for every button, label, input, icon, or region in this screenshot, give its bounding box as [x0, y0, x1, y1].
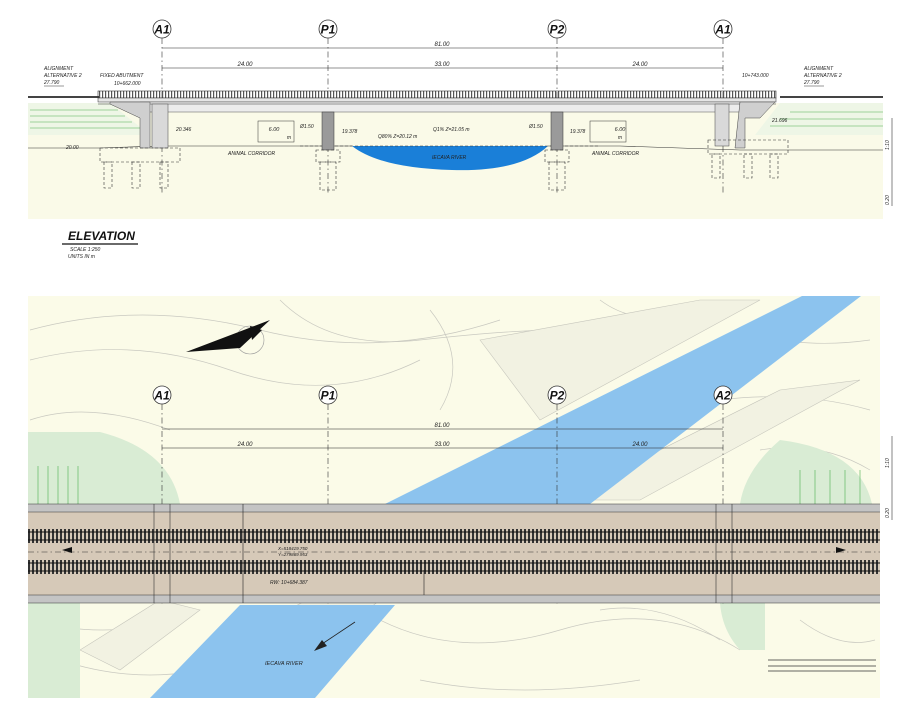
svg-text:1:10: 1:10 [885, 140, 891, 150]
left-alignment-label: ALIGNMENT [43, 66, 74, 72]
bridge-deck [28, 90, 883, 113]
ground-level: 20.00 [65, 145, 79, 151]
railway-track [28, 560, 880, 574]
right-abutment [707, 101, 789, 179]
right-alignment-label: ALIGNMENT [803, 66, 834, 72]
span-label: 24.00 [236, 442, 253, 448]
coordinate-label: X=518419.750 [277, 546, 308, 551]
svg-text:27.790: 27.790 [803, 80, 820, 86]
river [385, 296, 861, 504]
view-scale: SCALE 1:250 [70, 247, 101, 253]
total-length-label: 81.00 [434, 423, 450, 429]
fixed-abutment-label: FIXED ABUTMENT [100, 73, 144, 79]
svg-text:6.00: 6.00 [615, 127, 627, 133]
elevation-axes: A1 P1 P2 A1 [152, 19, 733, 195]
axis-marker: A1 [152, 385, 172, 606]
elevation-dimensions: 81.00 24.00 33.00 24.00 [162, 42, 723, 69]
axis-marker: P1 [318, 385, 338, 606]
elevation-title-block: ELEVATION SCALE 1:250 UNITS IN m [62, 229, 138, 260]
pier-p2 [544, 111, 570, 191]
plan-dimensions: 81.00 24.00 33.00 24.00 [162, 423, 723, 449]
q1-level: Q1% Z=21.05 m [433, 127, 470, 133]
pier-level: 19.378 [342, 129, 358, 135]
axis-marker: P2 [547, 385, 567, 606]
axis-marker: A1 [152, 19, 172, 195]
abutment-level: 21.696 [771, 118, 788, 124]
total-length-label: 81.00 [434, 42, 450, 48]
coordinate-label: Y=279869.953 [278, 552, 308, 557]
svg-text:P2: P2 [550, 389, 565, 403]
span-label: 33.00 [434, 62, 450, 68]
svg-text:A1: A1 [714, 23, 731, 37]
animal-corridor-label: ANIMAL CORRIDOR [591, 151, 640, 157]
plan-view: A1 P1 P2 A2 81.00 24.0 [28, 296, 893, 698]
svg-text:m: m [287, 135, 291, 141]
river-flow-arrow-icon [314, 621, 356, 651]
right-embankment [755, 103, 883, 135]
left-chainage: 10+662.000 [114, 81, 141, 87]
river-label: IECAVA RIVER [265, 661, 303, 667]
svg-text:1:10: 1:10 [885, 458, 891, 468]
green-embankments [28, 432, 872, 698]
view-title: ELEVATION [68, 229, 135, 243]
bridge-deck-plan: X=518419.750 Y=279869.953 RW: 10+684.387 [28, 503, 880, 604]
left-abutment [99, 101, 181, 189]
svg-text:0.20: 0.20 [885, 195, 891, 205]
clearance-left: 6.00 m [257, 120, 295, 143]
direction-arrow-icon [836, 547, 846, 553]
svg-text:P2: P2 [550, 23, 565, 37]
north-arrow-icon [186, 320, 270, 355]
elevation-labels: ALIGNMENT ALTERNATIVE 2 27.790 ALIGNMENT… [43, 66, 842, 161]
elevation-view: A1 P1 P2 A1 81.00 24.0 [28, 19, 893, 219]
direction-arrow-icon [62, 547, 72, 553]
span-label: 24.00 [631, 442, 648, 448]
svg-text:A1: A1 [153, 389, 170, 403]
span-label: 24.00 [236, 62, 253, 68]
pier-level: 19.378 [570, 129, 586, 135]
rw-label: RW: 10+684.387 [270, 580, 308, 586]
right-chainage: 10+743.000 [742, 73, 769, 79]
svg-text:ALTERNATIVE 2: ALTERNATIVE 2 [803, 73, 842, 79]
animal-corridor-label: ANIMAL CORRIDOR [227, 151, 276, 157]
axis-marker: P2 [547, 19, 567, 195]
svg-text:P1: P1 [321, 389, 336, 403]
svg-text:ALTERNATIVE 2: ALTERNATIVE 2 [43, 73, 82, 79]
axis-marker: P1 [318, 19, 338, 195]
title-block-lines [768, 659, 876, 672]
clearance-right: 6.00 m [589, 120, 627, 143]
span-label: 33.00 [434, 442, 450, 448]
plan-axes: A1 P1 P2 A2 [152, 385, 733, 606]
river-label: IECAVA RIVER [432, 155, 467, 161]
pile-diameter: Ø1.50 [528, 124, 543, 130]
view-units: UNITS IN m [68, 254, 95, 260]
axis-marker: A2 [713, 385, 733, 606]
svg-text:0.20: 0.20 [885, 508, 891, 518]
span-label: 24.00 [631, 62, 648, 68]
river-section [352, 146, 548, 171]
axis-marker: A1 [713, 19, 733, 195]
svg-text:27.790: 27.790 [43, 80, 60, 86]
svg-text:A2: A2 [714, 389, 731, 403]
railway-track [28, 529, 880, 543]
plan-scale-bar: 1:10 0.20 [885, 436, 893, 520]
abutment-level: 20.346 [175, 127, 192, 133]
svg-text:P1: P1 [321, 23, 336, 37]
pile-diameter: Ø1.50 [299, 124, 314, 130]
elevation-scale-bar: 1:10 0.20 [885, 118, 893, 206]
pier-p1 [315, 111, 341, 191]
svg-text:6.00: 6.00 [269, 127, 281, 133]
left-embankment [28, 103, 150, 135]
river [150, 605, 395, 698]
svg-text:A1: A1 [153, 23, 170, 37]
svg-text:m: m [618, 135, 622, 141]
q80-level: Q80% Z=20.12 m [378, 134, 417, 140]
